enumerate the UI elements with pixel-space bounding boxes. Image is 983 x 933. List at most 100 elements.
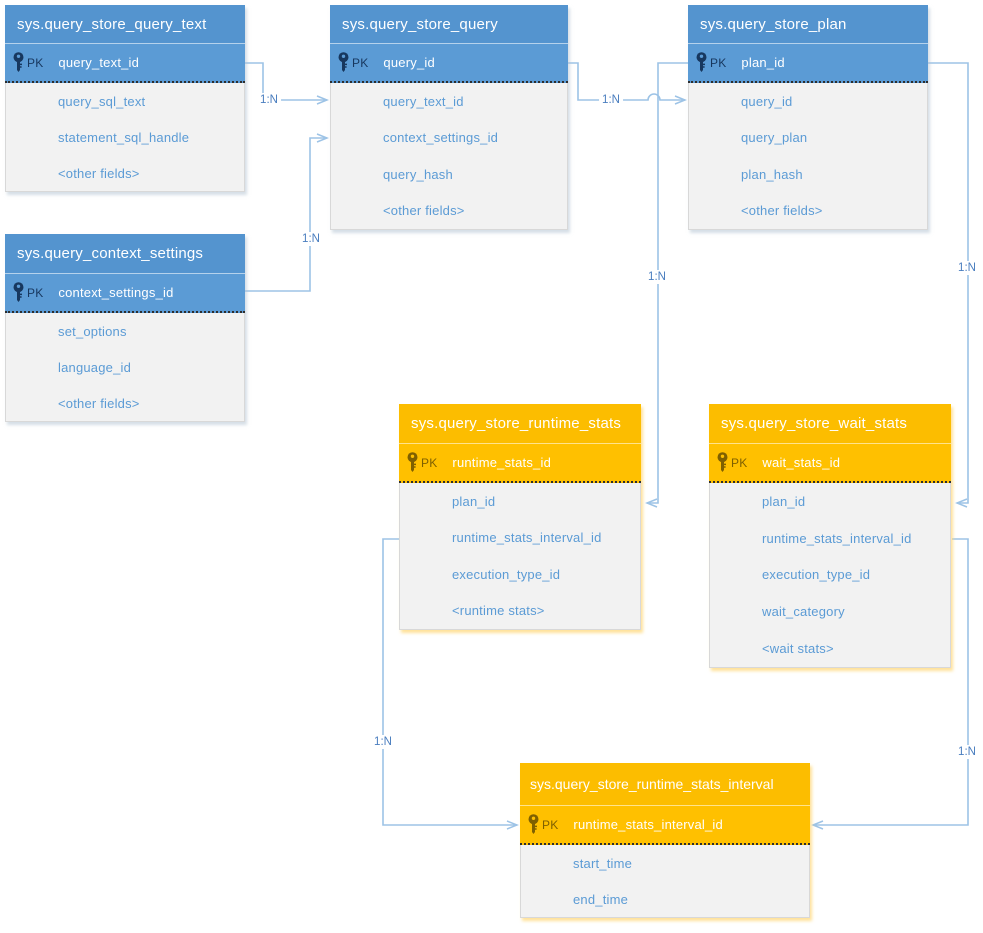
field-name: query_text_id (383, 93, 464, 109)
pk-badge: PK (27, 285, 44, 300)
primary-key-row: PK runtime_stats_interval_id (520, 805, 810, 845)
pk-field-name: wait_stats_id (762, 455, 841, 470)
field-name: <other fields> (58, 165, 140, 181)
table-header: sys.query_store_plan (688, 5, 928, 43)
pk-badge: PK (542, 817, 559, 832)
relationship-label-plan-to-wait-stats: 1:N (955, 261, 979, 275)
primary-key-row: PK wait_stats_id (709, 443, 951, 483)
table-header: sys.query_store_query (330, 5, 568, 43)
field-row: execution_type_id (710, 557, 950, 594)
field-row: query_plan (689, 120, 927, 157)
relationship-label-plan-to-runtime-stats: 1:N (645, 270, 669, 284)
field-row: query_sql_text (6, 83, 244, 119)
pk-badge: PK (421, 455, 438, 470)
key-icon (13, 282, 24, 302)
pk-field-name: plan_id (741, 55, 785, 70)
relationship-label-wait-stats-to-interval: 1:N (955, 745, 979, 759)
field-row: <other fields> (331, 193, 567, 230)
field-name: statement_sql_handle (58, 129, 190, 145)
key-icon (13, 52, 24, 72)
entity-table-sys-query-store-query-text: sys.query_store_query_text PK query_text… (5, 5, 245, 192)
entity-table-sys-query-store-runtime-stats: sys.query_store_runtime_stats PK runtime… (399, 404, 641, 630)
relationship-label-query-to-plan: 1:N (599, 93, 623, 107)
field-row: query_hash (331, 156, 567, 193)
table-title: sys.query_store_runtime_stats_interval (530, 776, 774, 792)
table-title: sys.query_store_wait_stats (721, 415, 908, 432)
field-name: query_hash (383, 166, 453, 182)
table-title: sys.query_store_runtime_stats (411, 415, 622, 432)
field-row: <other fields> (689, 193, 927, 230)
table-fields: start_time end_time (520, 845, 810, 918)
entity-table-sys-query-store-wait-stats: sys.query_store_wait_stats PK wait_stats… (709, 404, 951, 668)
field-row: set_options (6, 313, 244, 349)
field-row: query_text_id (331, 83, 567, 120)
field-name: <runtime stats> (452, 603, 545, 619)
key-icon (338, 52, 349, 72)
key-icon (528, 814, 539, 834)
field-name: plan_id (452, 493, 496, 509)
field-row: plan_id (400, 483, 640, 520)
pk-badge: PK (352, 55, 369, 70)
field-row: statement_sql_handle (6, 119, 244, 155)
field-row: start_time (521, 845, 809, 881)
field-name: set_options (58, 323, 127, 339)
table-title: sys.query_store_query (342, 15, 498, 33)
field-name: execution_type_id (452, 566, 561, 582)
pk-badge: PK (731, 455, 748, 470)
connector-context-settings-to-query (245, 138, 327, 292)
field-name: wait_category (762, 604, 845, 620)
table-fields: query_sql_text statement_sql_handle <other… (5, 83, 245, 192)
field-name: execution_type_id (762, 567, 871, 583)
table-title: sys.query_store_query_text (17, 15, 207, 33)
table-title: sys.query_store_plan (700, 15, 847, 33)
field-row: plan_id (710, 483, 950, 520)
table-fields: query_text_id context_settings_id query_ha… (330, 83, 568, 230)
field-row: execution_type_id (400, 556, 640, 593)
primary-key-row: PK query_text_id (5, 43, 245, 83)
table-fields: plan_id runtime_stats_interval_id executio… (709, 483, 951, 668)
key-icon (696, 52, 707, 72)
field-row: language_id (6, 349, 244, 385)
primary-key-row: PK plan_id (688, 43, 928, 83)
relationship-label-query-text-to-query: 1:N (257, 93, 281, 107)
relationship-label-runtime-stats-to-interval: 1:N (371, 735, 395, 749)
field-row: wait_category (710, 593, 950, 630)
pk-badge: PK (710, 55, 727, 70)
field-name: plan_id (762, 493, 806, 509)
field-row: <other fields> (6, 155, 244, 191)
field-name: context_settings_id (383, 130, 499, 146)
field-row: runtime_stats_interval_id (710, 520, 950, 557)
field-name: query_id (741, 93, 793, 109)
table-header: sys.query_store_runtime_stats (399, 404, 641, 443)
table-header: sys.query_store_runtime_stats_interval (520, 763, 810, 805)
table-header: sys.query_context_settings (5, 234, 245, 273)
table-header: sys.query_store_wait_stats (709, 404, 951, 443)
field-row: plan_hash (689, 156, 927, 193)
table-fields: query_id query_plan plan_hash <other fields… (688, 83, 928, 230)
table-fields: set_options language_id <other fields> (5, 313, 245, 422)
entity-table-sys-query-store-query: sys.query_store_query PK query_id query_… (330, 5, 568, 230)
pk-field-name: query_text_id (58, 55, 140, 70)
key-icon (717, 452, 728, 472)
pk-field-name: runtime_stats_interval_id (573, 817, 723, 832)
field-name: query_plan (741, 130, 808, 146)
field-name: end_time (573, 891, 629, 907)
pk-field-name: context_settings_id (58, 285, 174, 300)
field-name: runtime_stats_interval_id (452, 530, 602, 546)
field-name: language_id (58, 359, 132, 375)
table-fields: plan_id runtime_stats_interval_id executio… (399, 483, 641, 630)
field-name: runtime_stats_interval_id (762, 530, 912, 546)
field-name: <wait stats> (762, 641, 834, 657)
primary-key-row: PK runtime_stats_id (399, 443, 641, 483)
field-name: <other fields> (383, 203, 465, 219)
field-name: plan_hash (741, 166, 803, 182)
field-name: <other fields> (58, 395, 140, 411)
pk-field-name: query_id (383, 55, 435, 70)
field-row: runtime_stats_interval_id (400, 520, 640, 557)
field-row: end_time (521, 881, 809, 917)
connector-query-to-plan (568, 62, 685, 100)
primary-key-row: PK query_id (330, 43, 568, 83)
entity-table-sys-query-store-runtime-stats-interval: sys.query_store_runtime_stats_interval P… (520, 763, 810, 918)
relationship-label-context-settings-to-query: 1:N (299, 232, 323, 246)
